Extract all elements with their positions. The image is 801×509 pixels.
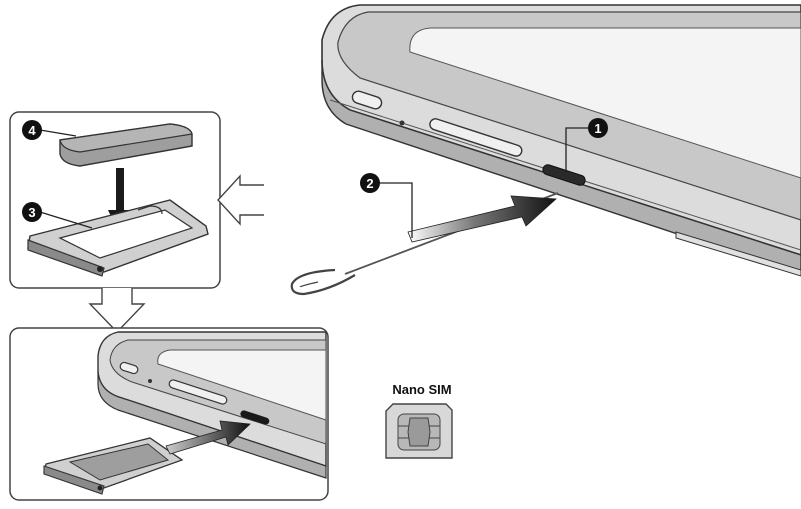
side-port bbox=[675, 231, 801, 277]
volume-rocker-small bbox=[168, 379, 228, 405]
sim-tray bbox=[27, 199, 209, 277]
callout-4-number: 4 bbox=[28, 123, 36, 138]
callout-3-leader bbox=[39, 211, 93, 229]
mic-dot bbox=[399, 120, 405, 126]
sim-slot-small bbox=[240, 410, 270, 425]
callout-2-leader bbox=[378, 182, 413, 238]
callout-1-number: 1 bbox=[594, 121, 601, 136]
insert-tray-arrow bbox=[165, 420, 251, 455]
callout-1-leader bbox=[565, 127, 588, 172]
callout-4-badge: 4 bbox=[22, 120, 42, 140]
callout-3-badge: 3 bbox=[22, 202, 42, 222]
reinsert-tray-panel bbox=[9, 327, 329, 501]
nano-sim-reference: Nano SIM bbox=[385, 382, 453, 459]
callout-2-number: 2 bbox=[366, 176, 373, 191]
callout-2-badge: 2 bbox=[360, 173, 380, 193]
callout-1-badge: 1 bbox=[588, 118, 608, 138]
callout-3-number: 3 bbox=[28, 205, 35, 220]
nano-sim-card bbox=[59, 123, 193, 167]
sim-chip-contacts bbox=[397, 413, 441, 451]
loaded-sim-tray bbox=[43, 437, 184, 495]
nano-sim-label: Nano SIM bbox=[392, 382, 451, 397]
tray-detail-panel: 4 3 bbox=[9, 111, 221, 289]
volume-rocker bbox=[429, 118, 523, 157]
next-step-arrow bbox=[88, 288, 146, 334]
power-button-small bbox=[119, 361, 139, 375]
callout-4-leader bbox=[39, 129, 77, 137]
mic-dot-small bbox=[148, 379, 152, 383]
power-button bbox=[351, 90, 383, 110]
insert-pin-arrow bbox=[407, 195, 557, 243]
remove-tray-arrow bbox=[217, 174, 264, 226]
tablet-device bbox=[321, 4, 801, 277]
